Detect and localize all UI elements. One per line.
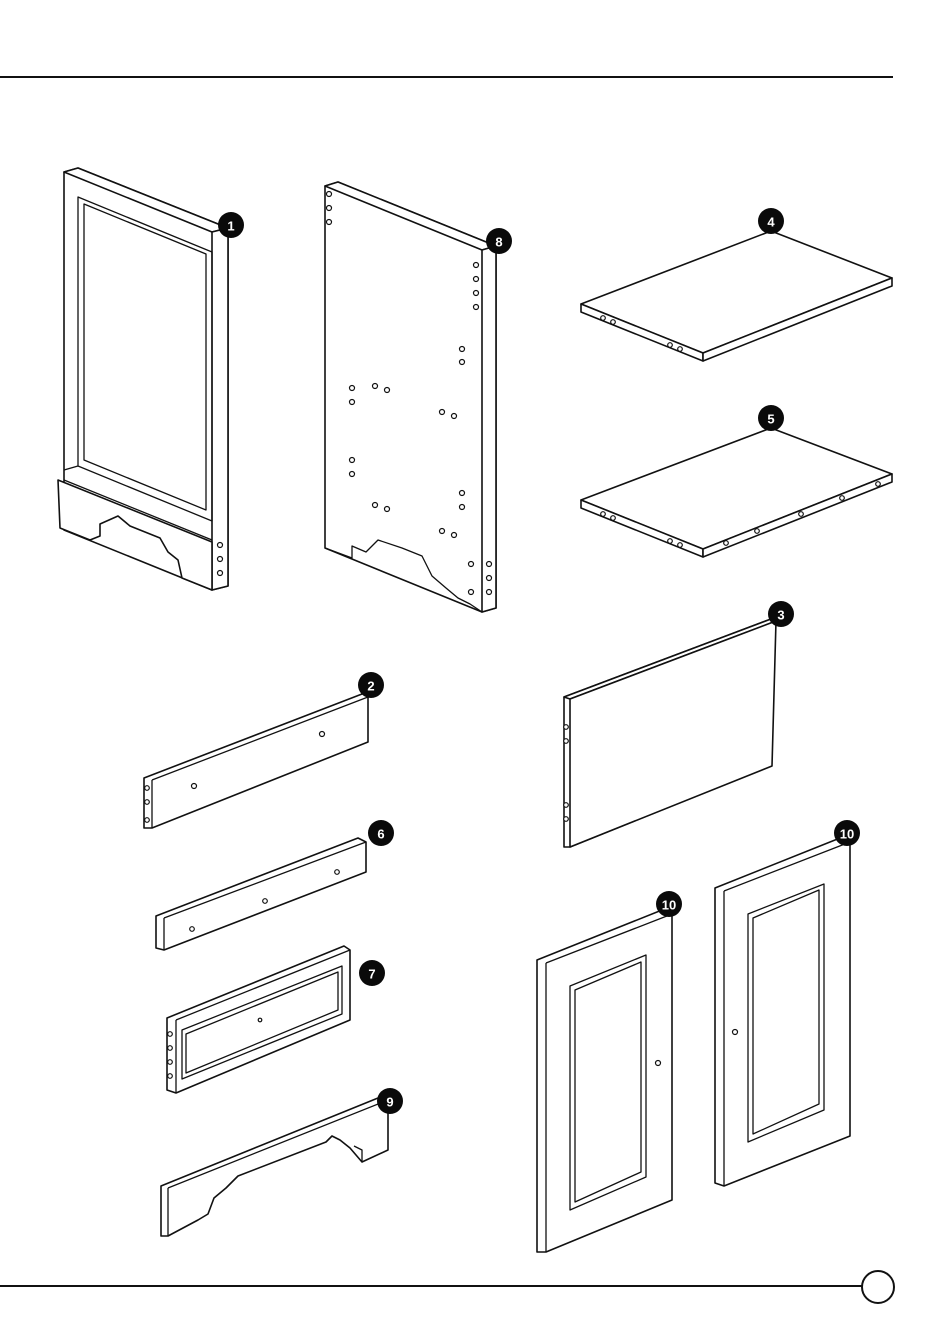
part-10a-label: 10	[662, 898, 676, 913]
part-10b-badge: 10	[834, 820, 860, 846]
part-1-side-frame: 1	[58, 168, 244, 590]
part-10b-door: 10	[715, 820, 860, 1186]
part-7-frame: 7	[167, 946, 385, 1093]
part-2-label: 2	[367, 679, 374, 694]
part-5-shelf: 5	[581, 405, 892, 557]
part-10a-badge: 10	[656, 891, 682, 917]
part-8-badge: 8	[486, 228, 512, 254]
part-1-badge: 1	[218, 212, 244, 238]
part-3-badge: 3	[768, 601, 794, 627]
part-9-label: 9	[386, 1095, 393, 1110]
part-8-label: 8	[495, 235, 502, 250]
part-4-shelf: 4	[581, 208, 892, 361]
part-2-badge: 2	[358, 672, 384, 698]
part-8-panel: 8	[325, 182, 512, 612]
part-6-label: 6	[377, 827, 384, 842]
part-4-badge: 4	[758, 208, 784, 234]
part-5-badge: 5	[758, 405, 784, 431]
part-7-label: 7	[368, 967, 375, 982]
part-9-apron: 9	[161, 1088, 403, 1236]
part-7-badge: 7	[359, 960, 385, 986]
part-6-badge: 6	[368, 820, 394, 846]
page-number-circle	[861, 1270, 895, 1304]
part-3-label: 3	[777, 608, 784, 623]
part-4-label: 4	[767, 215, 775, 230]
part-2-rail: 2	[144, 672, 384, 828]
part-10a-door: 10	[537, 891, 682, 1252]
part-9-badge: 9	[377, 1088, 403, 1114]
part-10b-label: 10	[840, 827, 854, 842]
part-3-panel: 3	[564, 601, 794, 847]
part-6-rail: 6	[156, 820, 394, 950]
part-5-label: 5	[767, 412, 774, 427]
footer-rule	[0, 1285, 862, 1287]
part-1-label: 1	[227, 219, 234, 234]
